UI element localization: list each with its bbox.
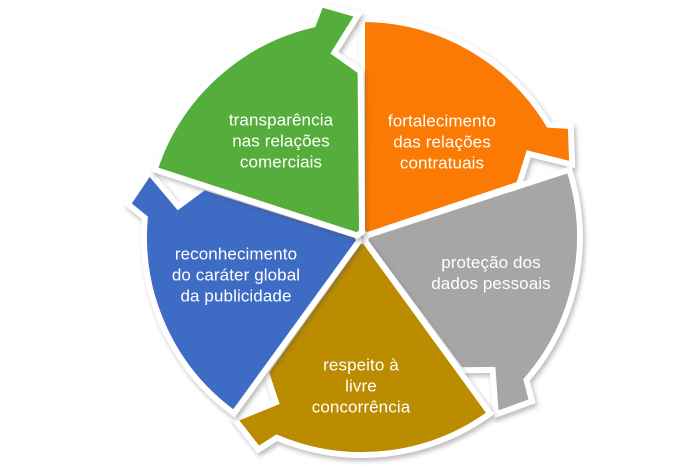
label-line: das relações [393, 132, 491, 152]
label-line: da publicidade [180, 286, 292, 306]
segment-label-protecao-dados: proteção dos dados pessoais [431, 252, 551, 294]
label-line: contratuais [399, 153, 485, 173]
label-line: concorrência [311, 397, 411, 417]
label-line: proteção dos [441, 253, 541, 272]
segment-label-fortalecimento: fortalecimento das relações contratuais [388, 111, 496, 174]
segment-label-respeito-concorrencia: respeito à livre concorrência [312, 355, 411, 418]
segment-wedge-fortalecimento [359, 15, 576, 239]
label-line: livre [345, 376, 377, 396]
label-line: fortalecimento [387, 111, 497, 131]
segment-label-transparencia: transparência nas relações comerciais [229, 110, 333, 173]
label-line: reconhecimento [174, 244, 298, 264]
segment-wedge-reconhecimento-publicidade [123, 167, 363, 418]
label-line: respeito à [323, 355, 399, 375]
label-line: comerciais [239, 152, 323, 172]
segment-wedge-respeito-concorrencia [229, 237, 495, 458]
label-line: do caráter global [171, 265, 301, 285]
label-line: dados pessoais [431, 274, 551, 293]
segment-label-reconhecimento-publicidade: reconhecimento do caráter global da publ… [172, 244, 300, 307]
label-line: nas relações [232, 131, 330, 151]
segment-wedge-transparencia [150, 0, 366, 239]
label-line: transparência [228, 110, 334, 130]
segment-wedge-protecao-dados [361, 165, 583, 419]
